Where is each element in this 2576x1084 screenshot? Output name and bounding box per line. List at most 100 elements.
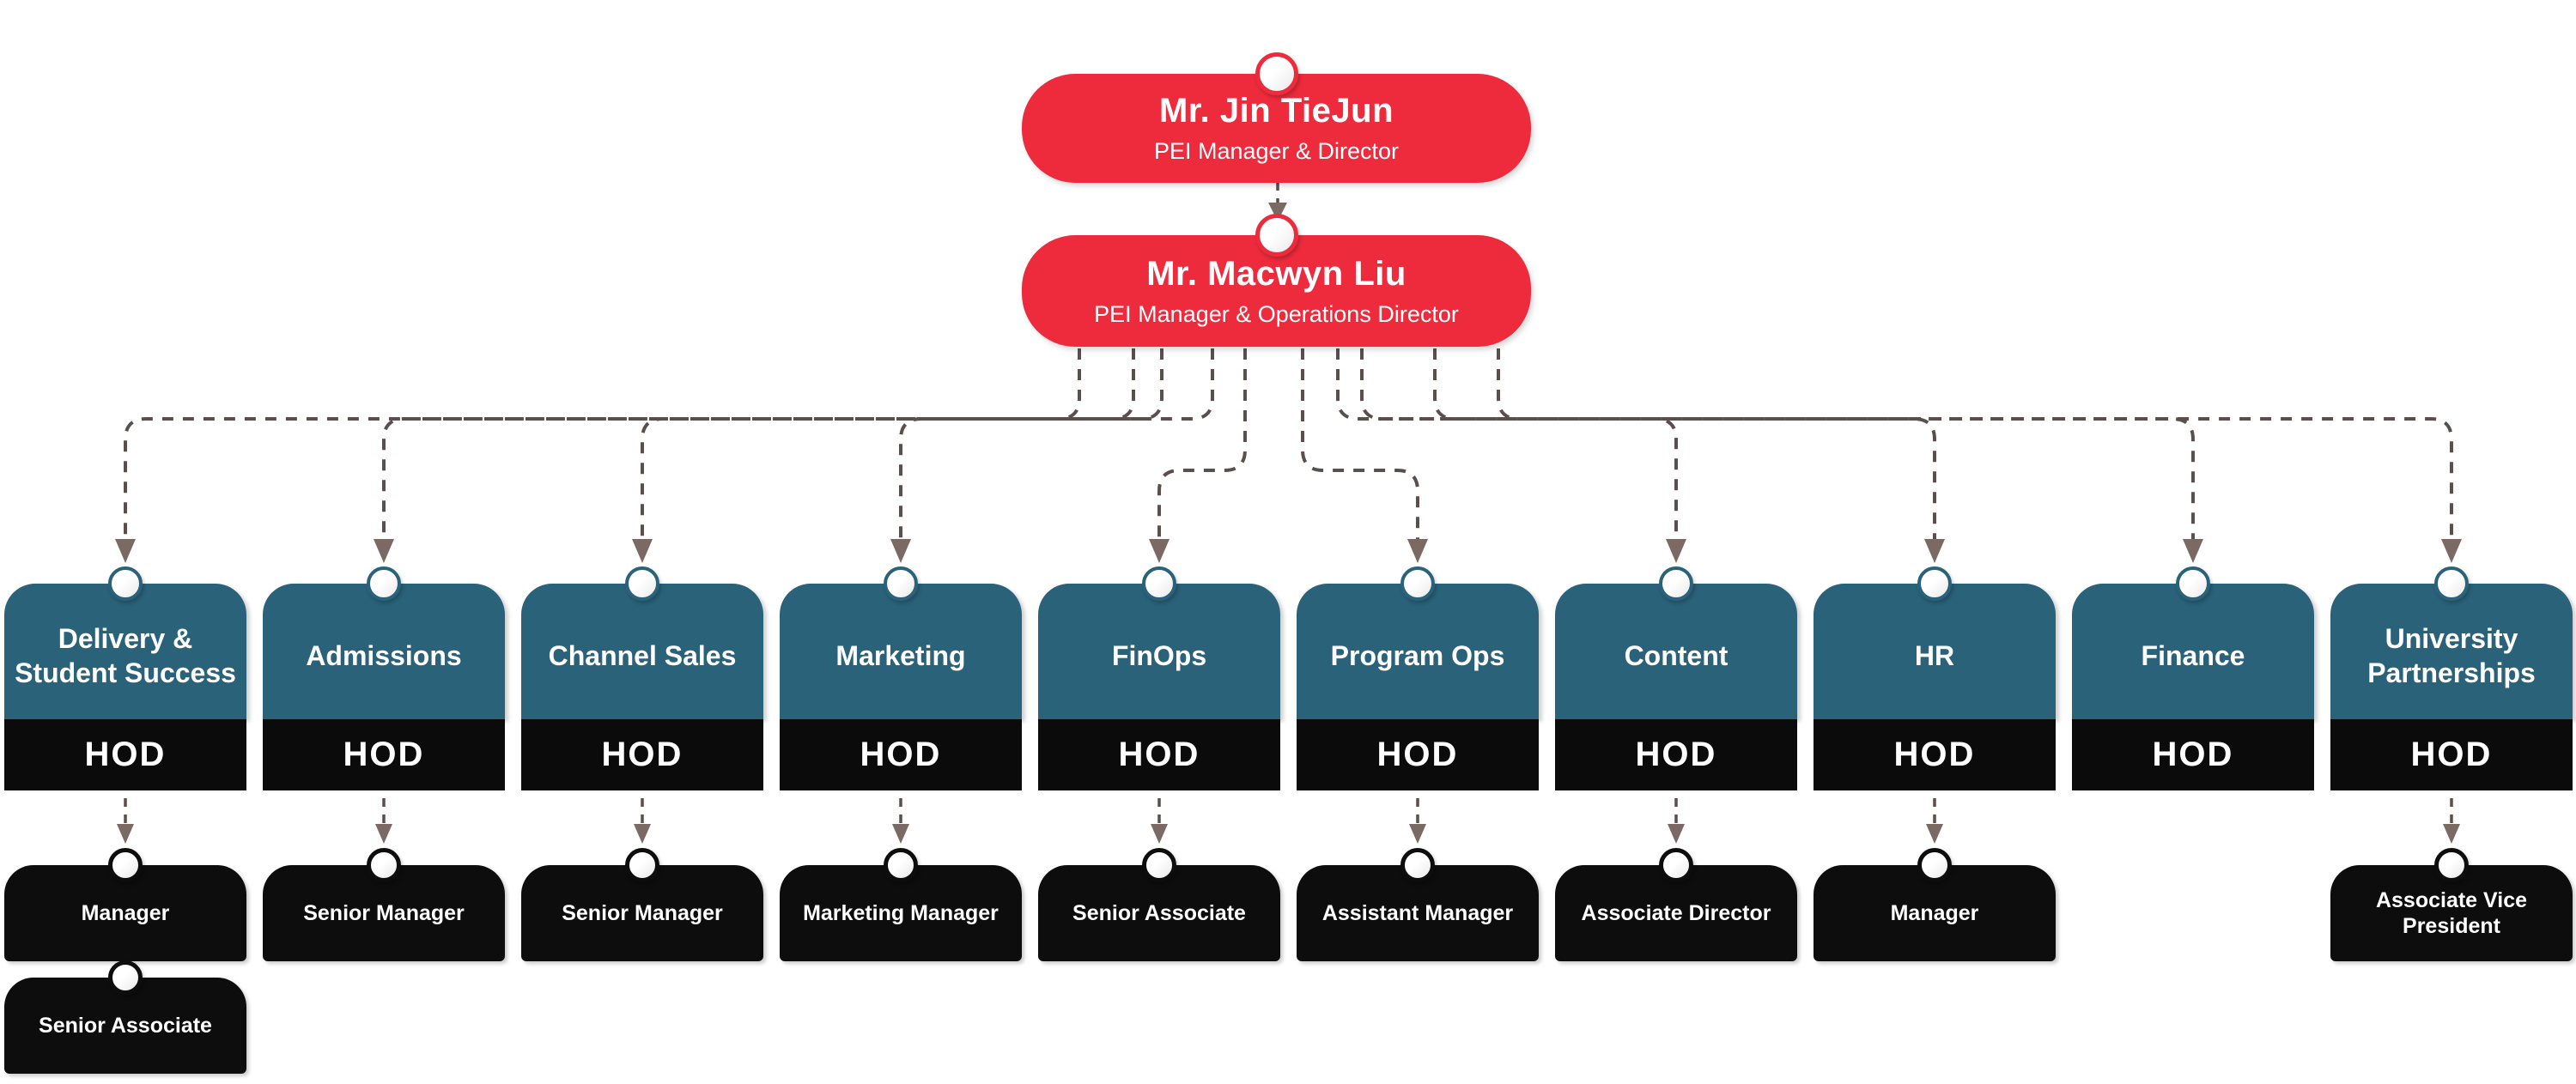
role-label: Manager [1890,901,1979,925]
arrowhead-icon [117,824,134,844]
connector-node-icon [1255,52,1298,95]
role-label: Associate Director [1581,901,1771,925]
arrowhead-icon [1668,824,1685,844]
dept-card-program-ops: Program Ops HOD [1297,566,1539,790]
hod-label: HOD [4,719,246,790]
arrowhead-icon [890,539,911,563]
person-title: PEI Manager & Operations Director [1094,300,1459,327]
dept-name: Delivery & Student Success [15,623,236,688]
connector-dept-admissions [382,348,1135,541]
connector-node-icon [1659,848,1693,882]
arrowhead-icon [374,539,394,563]
role-card-delivery-manager: Manager [4,848,246,961]
arrowhead-icon [2441,539,2462,563]
arrowhead-icon [375,824,392,844]
connector-node-icon [2176,566,2210,601]
connector-node-icon [1400,848,1435,882]
arrowhead-icon [1926,824,1943,844]
hod-label: HOD [521,719,763,790]
arrowhead-icon [2443,824,2460,844]
connector-dept-finops [1157,348,1247,541]
person-title: PEI Manager & Director [1153,138,1400,164]
arrowhead-icon [1268,203,1287,221]
role-label: Senior Associate [1072,901,1246,925]
person-name: Mr. Jin TieJun [1159,92,1394,130]
connector-node-icon [1917,566,1952,601]
connector-dept-hr [1360,348,1936,541]
role-label: Assistant Manager [1321,901,1514,925]
connector-dept-channel-sales [641,348,1163,541]
role-label: Marketing Manager [803,901,999,925]
role-card-content-associate-director: Associate Director [1555,848,1797,961]
connector-dept-marketing [899,348,1214,541]
connector-node-icon [108,960,143,995]
dept-card-finops: FinOps HOD [1038,566,1280,790]
role-card-admissions-senior-manager: Senior Manager [263,848,505,961]
connector-node-icon [2434,848,2469,882]
connector-dept-university [1497,348,2453,541]
dept-card-admissions: Admissions HOD [263,566,505,790]
arrowhead-icon [1409,824,1426,844]
arrowhead-icon [2183,539,2203,563]
connector-node-icon [884,848,918,882]
arrowhead-icon [1149,539,1170,563]
role-card-hr-manager: Manager [1814,848,2056,961]
executive-card-operations-director: Mr. Macwyn Liu PEI Manager & Operations … [1022,214,1531,347]
dept-name: FinOps [1111,640,1207,671]
dept-name: Content [1624,640,1728,671]
dept-card-marketing: Marketing HOD [780,566,1022,790]
dept-name: Channel Sales [548,640,737,671]
connector-node-icon [1142,848,1176,882]
connector-dept-content [1336,348,1678,541]
hod-label: HOD [263,719,505,790]
person-name: Mr. Macwyn Liu [1146,254,1406,293]
dept-name: Admissions [306,640,462,671]
arrowhead-icon [892,824,909,844]
hod-label: HOD [780,719,1022,790]
role-card-program-ops-assistant-manager: Assistant Manager [1297,848,1539,961]
dept-card-content: Content HOD [1555,566,1797,790]
connector-node-icon [884,566,918,601]
connector-node-icon [367,566,401,601]
dept-card-finance: Finance HOD [2072,566,2314,790]
role-card-marketing-manager: Marketing Manager [780,848,1022,961]
connector-node-icon [108,848,143,882]
dept-card-university-partnerships: University Partnerships HOD [2330,566,2573,790]
hod-label: HOD [2072,719,2314,790]
role-label: Manager [81,901,170,925]
connector-dept-delivery [124,348,1081,541]
arrowhead-icon [1151,824,1168,844]
connector-node-icon [1917,848,1952,882]
dept-name: HR [1914,640,1955,671]
dept-card-delivery-student-success: Delivery & Student Success HOD [4,566,246,790]
role-label: Senior Manager [562,901,723,925]
arrowhead-icon [115,539,136,563]
connector-node-icon [625,848,659,882]
connector-node-icon [108,566,143,601]
role-label: Senior Associate [39,1014,212,1038]
hod-label: HOD [1297,719,1539,790]
hod-label: HOD [1814,719,2056,790]
role-card-finops-senior-associate: Senior Associate [1038,848,1280,961]
hod-label: HOD [1555,719,1797,790]
arrowhead-icon [1924,539,1945,563]
role-card-channel-sales-senior-manager: Senior Manager [521,848,763,961]
dept-card-channel-sales: Channel Sales HOD [521,566,763,790]
dept-name: Finance [2141,640,2245,671]
arrowhead-icon [634,824,651,844]
arrowhead-icon [632,539,653,563]
role-card-university-associate-vice-president: Associate Vice President [2330,848,2573,961]
role-card-delivery-senior-associate: Senior Associate [4,960,246,1074]
dept-name: Program Ops [1330,640,1505,671]
connector-node-icon [367,848,401,882]
hod-label: HOD [1038,719,1280,790]
arrowhead-icon [1407,539,1428,563]
dept-name: Marketing [835,640,966,671]
role-label: Associate Vice President [2375,888,2528,938]
arrowhead-icon [1666,539,1686,563]
connector-node-icon [1255,214,1298,257]
connector-node-icon [1659,566,1693,601]
connector-node-icon [1400,566,1435,601]
